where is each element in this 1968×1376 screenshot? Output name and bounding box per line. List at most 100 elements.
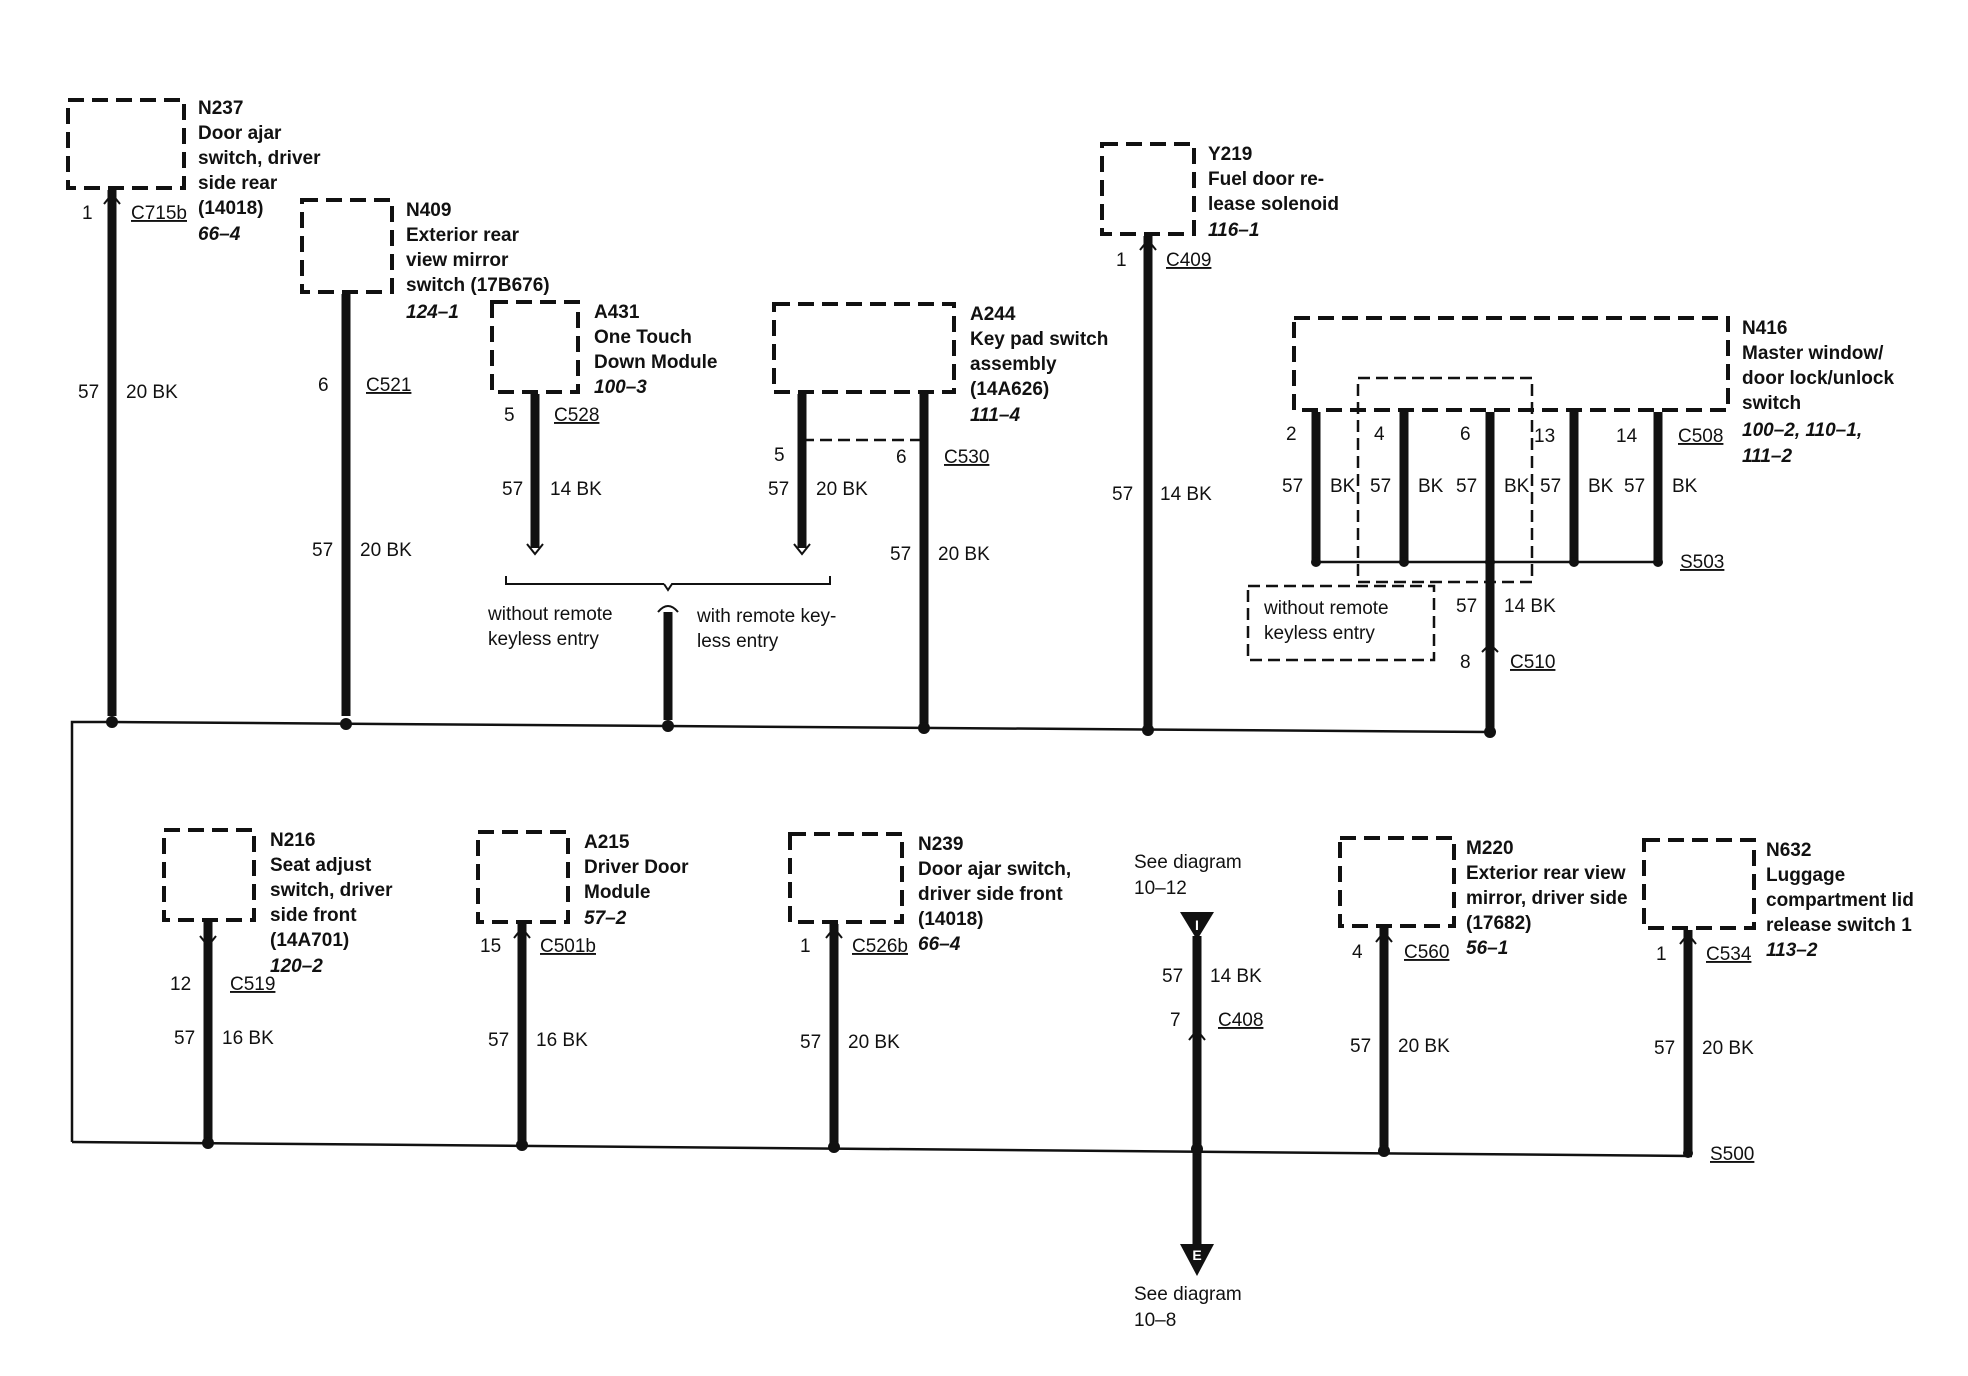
s500-label: S500 xyxy=(1710,1144,1754,1165)
y219-connector-mark xyxy=(1139,238,1157,251)
m220-desc-3: (17682) xyxy=(1466,913,1532,934)
c508-name: C508 xyxy=(1678,426,1723,447)
s503-dot-1 xyxy=(1311,557,1321,567)
m220-connector-mark xyxy=(1375,930,1393,943)
n237-wire-spec: 20 BK xyxy=(126,382,178,403)
c715b-pin: 1 xyxy=(82,203,93,224)
y219-wire-circuit: 57 xyxy=(1112,484,1133,505)
component-n632: N632 Luggage compartment lid release swi… xyxy=(1642,838,1914,1165)
n239-box xyxy=(788,832,904,924)
a244-desc-1: Key pad switch xyxy=(970,329,1108,350)
a215-id: A215 xyxy=(584,832,630,853)
n216-wire-circuit: 57 xyxy=(174,1028,195,1049)
n409-wire-circuit: 57 xyxy=(312,540,333,561)
n237-box xyxy=(66,98,186,190)
m220-id: M220 xyxy=(1466,838,1514,859)
n216-connector-mark xyxy=(199,935,217,948)
component-n409: N409 Exterior rear view mirror switch (1… xyxy=(300,198,550,716)
n416-rke-note-1: without remote xyxy=(1263,598,1389,619)
a215-desc-1: Driver Door xyxy=(584,857,689,878)
see-diagram-bottom-2[interactable]: 10–8 xyxy=(1134,1310,1176,1331)
c510-connector-mark xyxy=(1481,642,1499,653)
n239-id: N239 xyxy=(918,834,963,855)
c526b-name: C526b xyxy=(852,936,908,957)
a244-left-wire-end xyxy=(793,543,811,556)
bus-dot-a215 xyxy=(516,1139,528,1151)
see-diagram-top-1[interactable]: See diagram xyxy=(1134,852,1242,873)
bus-dot-n409 xyxy=(340,718,352,730)
with-rke-note-1: with remote key- xyxy=(696,606,836,627)
a244-right-spec: 20 BK xyxy=(938,544,990,565)
c508-pin-6: 6 xyxy=(1460,424,1471,445)
s503-dot-2 xyxy=(1399,557,1409,567)
c521-name: C521 xyxy=(366,375,411,396)
n416-rke-note-box xyxy=(1246,584,1436,662)
n216-desc-4: (14A701) xyxy=(270,930,349,951)
rke-bracket-arc xyxy=(657,605,679,613)
n416-pin4-circuit: 57 xyxy=(1370,476,1391,497)
bus-dot-n237 xyxy=(106,716,118,728)
flag-top-letter: I xyxy=(1195,917,1199,933)
n409-box xyxy=(300,198,394,294)
c526b-pin: 1 xyxy=(800,936,811,957)
n237-desc-3: side rear xyxy=(198,173,278,194)
n237-desc-2: switch, driver xyxy=(198,148,321,169)
flag-top-arrow xyxy=(1180,912,1214,940)
flag-bottom-letter: E xyxy=(1192,1247,1201,1263)
n632-id: N632 xyxy=(1766,840,1811,861)
n416-out-spec: 14 BK xyxy=(1504,596,1556,617)
n216-ref: 120–2 xyxy=(270,956,323,977)
without-rke-note-2: keyless entry xyxy=(488,629,599,650)
diagram-link: See diagram 10–12 I 57 14 BK 7 C408 E Se… xyxy=(1134,852,1263,1331)
left-ground-riser xyxy=(70,720,112,1142)
c408-pin: 7 xyxy=(1170,1010,1181,1031)
n416-ref-1: 100–2, 110–1, xyxy=(1742,420,1862,441)
n416-pin13-circuit: 57 xyxy=(1540,476,1561,497)
bus-dot-y219 xyxy=(1142,724,1154,736)
n416-pin13-spec: BK xyxy=(1588,476,1614,497)
n409-wire-spec: 20 BK xyxy=(360,540,412,561)
c508-pin-4: 4 xyxy=(1374,424,1385,445)
n416-pin14-circuit: 57 xyxy=(1624,476,1645,497)
flag-bottom-arrow xyxy=(1180,1244,1214,1276)
a244-box xyxy=(772,302,956,394)
component-a244: A244 Key pad switch assembly (14A626) 11… xyxy=(768,302,1108,726)
see-diagram-top-2[interactable]: 10–12 xyxy=(1134,878,1187,899)
bus-dot-n632 xyxy=(1683,1148,1693,1158)
n239-connector-mark xyxy=(825,926,843,939)
c519-pin: 12 xyxy=(170,974,191,995)
s503-dot-4 xyxy=(1569,557,1579,567)
c530-name: C530 xyxy=(944,447,989,468)
rke-bracket-line xyxy=(505,576,831,592)
n409-id: N409 xyxy=(406,200,451,221)
n216-id: N216 xyxy=(270,830,315,851)
c409-name: C409 xyxy=(1166,250,1211,271)
a244-left-spec: 20 BK xyxy=(816,479,868,500)
n237-desc-4: (14018) xyxy=(198,198,264,219)
a431-id: A431 xyxy=(594,302,640,323)
y219-box xyxy=(1100,142,1196,236)
c530-pin-b: 6 xyxy=(896,447,907,468)
c519-name: C519 xyxy=(230,974,275,995)
n237-id: N237 xyxy=(198,98,243,119)
rke-option-bracket: without remote keyless entry with remote… xyxy=(487,576,836,720)
n416-id: N416 xyxy=(1742,318,1787,339)
n632-desc-2: compartment lid xyxy=(1766,890,1914,911)
component-n216: N216 Seat adjust switch, driver side fro… xyxy=(162,828,393,1149)
n216-desc-1: Seat adjust xyxy=(270,855,372,876)
a431-desc-2: Down Module xyxy=(594,352,717,373)
component-n416: N416 Master window/ door lock/unlock swi… xyxy=(1246,316,1894,730)
a431-ref: 100–3 xyxy=(594,377,647,398)
n237-ref: 66–4 xyxy=(198,224,241,245)
bus-dot-pass-through xyxy=(1191,1143,1203,1155)
component-y219: Y219 Fuel door re- lease solenoid 116–1 … xyxy=(1100,142,1339,728)
a431-box xyxy=(490,300,580,394)
y219-id: Y219 xyxy=(1208,144,1252,165)
see-diagram-bottom-1[interactable]: See diagram xyxy=(1134,1284,1242,1305)
a244-left-circuit: 57 xyxy=(768,479,789,500)
y219-desc-2: lease solenoid xyxy=(1208,194,1339,215)
c408-wire-spec: 14 BK xyxy=(1210,966,1262,987)
n409-ref: 124–1 xyxy=(406,302,459,323)
n237-wire-circuit: 57 xyxy=(78,382,99,403)
n416-ref-2: 111–2 xyxy=(1742,446,1792,467)
